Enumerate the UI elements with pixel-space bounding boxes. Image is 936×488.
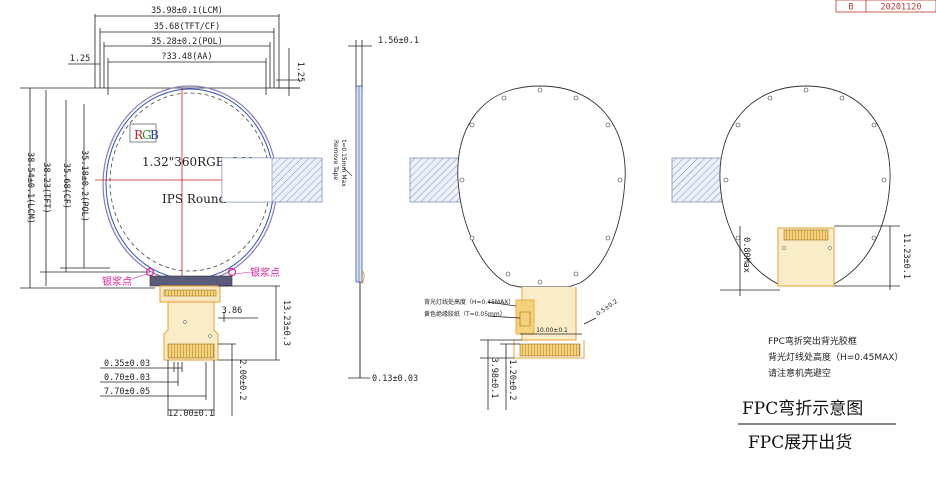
dim-left-offset: 1.25: [70, 54, 90, 64]
silver-paste-label-right: 银浆点: [250, 266, 280, 279]
dim-fpc-length: 13.23±0.3: [281, 300, 291, 346]
dim-angle: 0.5±0.2: [595, 298, 619, 318]
dim-pitch: 0.35±0.03: [104, 359, 150, 369]
rgb-g-label: G: [142, 128, 152, 142]
dim-lcm-width: 35.98±0.1(LCM): [151, 6, 223, 16]
back-housing-outline-bent: [457, 85, 626, 288]
back-mount-holes-flat: [723, 87, 887, 279]
remove-tape-label: Remove Tape: [332, 140, 339, 180]
back-mount-holes-bent: [459, 87, 623, 285]
bent-fpc-fingers: [519, 343, 581, 357]
flat-fpc-fingers: [783, 229, 829, 241]
dim-cf-height: 35.68(CF): [61, 163, 71, 209]
fpc-trace-bundle: [163, 289, 217, 297]
dim-connector-width: 10.00±0.1: [536, 327, 568, 334]
dim-aa-width: ?33.48(AA): [161, 52, 212, 62]
caption-fpc-bent: FPC弯折示意图: [742, 399, 863, 419]
note-housing-clearance: 请注意机壳避空: [768, 367, 831, 379]
fpc-flap-mask: [221, 157, 273, 203]
front-view: 35.98±0.1(LCM) 35.68(TFT/CF) 35.28±0.2(P…: [20, 6, 323, 419]
revision-date: 20201120: [881, 3, 922, 13]
note-fpc-protrude: FPC弯折突出背光胶框: [768, 335, 857, 347]
dim-pol-height: 35.18±0.2(POL): [79, 150, 89, 222]
silver-paste-label-left: 银浆点: [102, 275, 132, 288]
dim-stiffener: 2.00±0.2: [237, 360, 247, 401]
note-backlight-height: 背光灯线处高度（H=0.45MAX）: [768, 351, 903, 363]
dim-pol-width: 35.28±0.2(POL): [151, 37, 223, 47]
captions: FPC弯折示意图 FPC展开出货: [738, 399, 896, 453]
dim-tft-height: 38.23(TFT): [41, 162, 51, 213]
dim-top-offset: 1.25: [295, 62, 305, 82]
dim-side-thickness: 1.56±0.1: [378, 36, 419, 46]
revision-letter: B: [848, 3, 853, 13]
dim-3-86: 3.86: [222, 306, 242, 316]
silver-paste-dot-right: [227, 267, 237, 277]
back-view-flat: 0.80Max 11.23±0.1 FPC弯折突出背光胶框 背光灯线处高度（H=…: [671, 85, 911, 379]
rgb-b-label: B: [150, 128, 159, 142]
dim-tft-width: 35.68(TFT/CF): [154, 22, 221, 32]
dim-side-fpc-thickness: 0.13±0.03: [372, 374, 418, 384]
caption-fpc-flat: FPC展开出货: [748, 433, 852, 453]
back-view-bent: 背光灯线处高度（H=0.45MAX） 黄色绝缘胶纸（T=0.05mm） 10.0…: [409, 85, 626, 410]
dim-1-20: 1.20±0.2: [507, 360, 517, 401]
dim-3-98: 3.98±0.1: [489, 358, 499, 399]
dim-0-80max: 0.80Max: [741, 237, 751, 273]
revision-table: B 20201120: [835, 0, 936, 13]
side-view: 1.56±0.1 0.13±0.03 Remove Tape t=0.15mm …: [332, 36, 419, 384]
side-fpc-bend: [361, 269, 365, 285]
panel-type: IPS Round: [162, 192, 227, 206]
rgb-r-label: R: [134, 128, 144, 142]
rgb-pixel-box: [129, 123, 157, 143]
note-yellow-tape: 黄色绝缘胶纸（T=0.05mm）: [424, 310, 506, 318]
dim-pin-width: 0.70±0.03: [104, 373, 150, 383]
back-fpc-flap-bent: [409, 157, 467, 203]
back-fpc-flap-flat: [671, 157, 723, 203]
dim-11-23: 11.23±0.1: [901, 233, 911, 279]
note-backlight-height-bent: 背光灯线处高度（H=0.45MAX）: [424, 298, 514, 306]
fpc-bonding-area: [149, 275, 233, 287]
silver-paste-dot-left: [145, 267, 155, 277]
dim-pin-span: 7.70±0.05: [104, 387, 150, 397]
fpc-gold-fingers: [167, 343, 215, 359]
dim-lcm-height: 38.54±0.1(LCM): [25, 152, 35, 224]
yellow-insulation-tape: [515, 299, 535, 335]
remove-tape-thickness: t=0.15mm Max: [340, 140, 347, 187]
dim-fpc-width: 12.00±0.1: [168, 409, 214, 419]
